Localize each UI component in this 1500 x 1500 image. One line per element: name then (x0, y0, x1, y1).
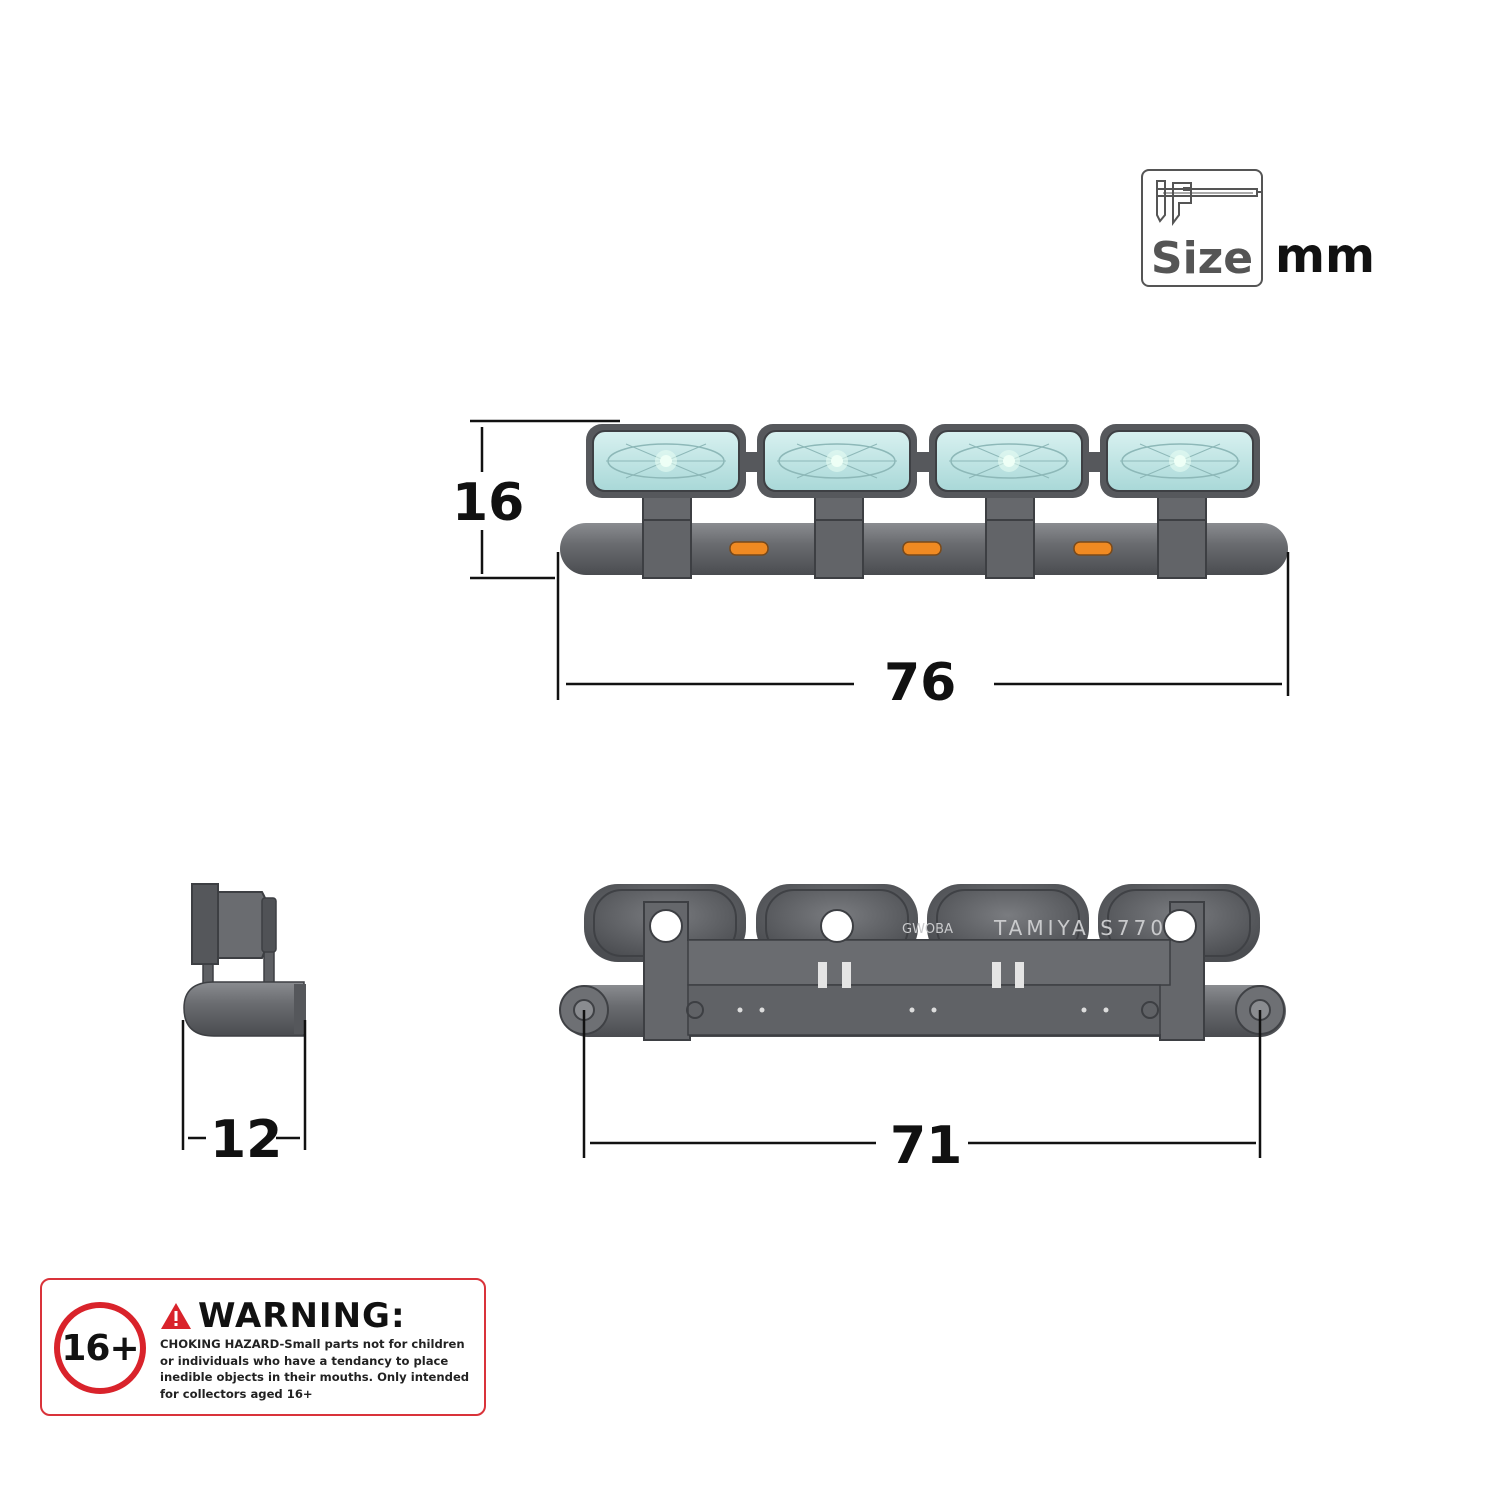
depth-dimension (181, 1020, 307, 1150)
rear-width-dimension (582, 1010, 1262, 1158)
warning-line: for collectors aged 16+ (160, 1386, 313, 1401)
warning-title: WARNING: (198, 1296, 406, 1336)
warning-triangle-icon (161, 1303, 191, 1329)
unit-label: mm (1275, 228, 1376, 284)
age-rating: 16+ (61, 1327, 139, 1369)
rear-width-label: 71 (890, 1116, 963, 1176)
height-label: 16 (452, 473, 525, 533)
front-width-label: 76 (884, 653, 957, 713)
caliper-icon (1156, 180, 1263, 226)
rear-view: GWOBA TAMIYA S770 (559, 883, 1286, 1041)
warning-line: CHOKING HAZARD-Small parts not for child… (160, 1337, 465, 1351)
front-width-dimension (556, 552, 1290, 700)
warning-text: CHOKING HAZARD-Small parts not for child… (160, 1336, 482, 1402)
side-view (183, 883, 306, 1037)
choking-hazard-warning: 16+ WARNING: CHOKING HAZARD-Small parts … (40, 1278, 486, 1416)
height-dimension (470, 419, 620, 580)
warning-line: or individuals who have a tendancy to pl… (160, 1353, 449, 1368)
warning-line: inedible objects in their mouths. Only i… (160, 1370, 470, 1384)
depth-label: 12 (210, 1110, 283, 1170)
age-rating-badge: 16+ (54, 1302, 146, 1394)
brand-engraving: GWOBA (902, 922, 953, 937)
model-engraving: TAMIYA S770 (993, 916, 1167, 940)
size-badge: Size (1141, 169, 1263, 287)
front-view (560, 423, 1288, 579)
size-label: Size (1150, 233, 1254, 284)
warning-heading: WARNING: (160, 1296, 406, 1336)
